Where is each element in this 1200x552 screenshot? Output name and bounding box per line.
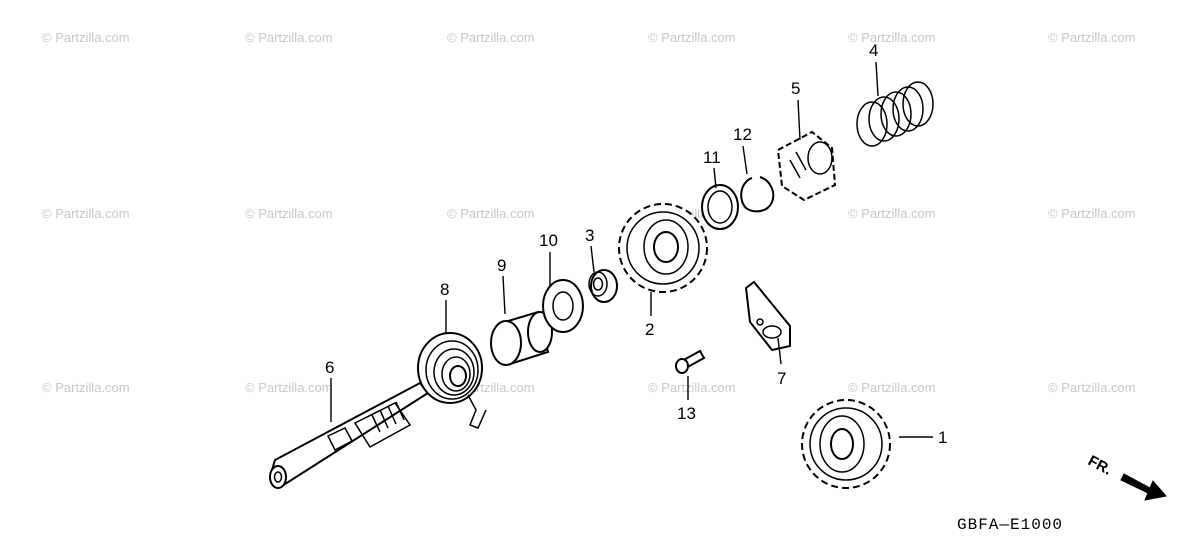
watermark: © Partzilla.com — [42, 206, 130, 221]
watermark: © Partzilla.com — [245, 30, 333, 45]
callout-4: 4 — [869, 41, 878, 60]
front-label: FR. — [1085, 452, 1114, 478]
front-direction-indicator: FR. — [1085, 452, 1167, 501]
part-1-gear[interactable] — [801, 399, 891, 489]
watermark: © Partzilla.com — [447, 30, 535, 45]
part-12-circlip[interactable] — [740, 176, 775, 213]
callout-10: 10 — [539, 231, 558, 250]
callout-2: 2 — [645, 320, 654, 339]
watermark: © Partzilla.com — [447, 206, 535, 221]
part-10-washer[interactable] — [542, 279, 584, 333]
front-arrow-icon — [1120, 473, 1167, 501]
callout-12: 12 — [733, 125, 752, 144]
callout-5: 5 — [791, 79, 800, 98]
watermark: © Partzilla.com — [848, 380, 936, 395]
part-11-washer[interactable] — [701, 184, 739, 230]
watermark: © Partzilla.com — [1048, 206, 1136, 221]
part-6-spindle[interactable] — [269, 381, 430, 489]
watermark-layer: © Partzilla.com © Partzilla.com © Partzi… — [42, 30, 1136, 395]
callout-8: 8 — [440, 280, 449, 299]
callout-13: 13 — [677, 404, 696, 423]
part-8-return-spring[interactable] — [417, 332, 487, 429]
watermark: © Partzilla.com — [42, 30, 130, 45]
part-5-ratchet[interactable] — [776, 130, 837, 202]
watermark: © Partzilla.com — [1048, 30, 1136, 45]
watermark: © Partzilla.com — [848, 30, 936, 45]
watermark: © Partzilla.com — [42, 380, 130, 395]
callout-6: 6 — [325, 358, 334, 377]
watermark: © Partzilla.com — [648, 380, 736, 395]
watermark: © Partzilla.com — [648, 30, 736, 45]
part-9-collar[interactable] — [490, 310, 553, 366]
part-4-ratchet-spring[interactable] — [856, 81, 934, 147]
watermark: © Partzilla.com — [245, 380, 333, 395]
callout-7: 7 — [777, 369, 786, 388]
callout-1: 1 — [938, 428, 947, 447]
callout-lines — [330, 61, 933, 438]
part-3-bushing[interactable] — [588, 269, 618, 303]
callout-3: 3 — [585, 226, 594, 245]
part-2-driven-gear[interactable] — [618, 203, 708, 293]
watermark: © Partzilla.com — [1048, 380, 1136, 395]
callout-11: 11 — [703, 148, 721, 167]
callout-9: 9 — [497, 256, 506, 275]
callout-numbers: 1 2 3 4 5 6 7 8 9 10 11 12 13 — [325, 41, 947, 447]
part-13-bolt[interactable] — [675, 349, 706, 374]
watermark: © Partzilla.com — [848, 206, 936, 221]
diagram-code: GBFA—E1000 — [957, 516, 1063, 534]
watermark: © Partzilla.com — [245, 206, 333, 221]
part-7-guide-plate[interactable] — [744, 280, 791, 352]
